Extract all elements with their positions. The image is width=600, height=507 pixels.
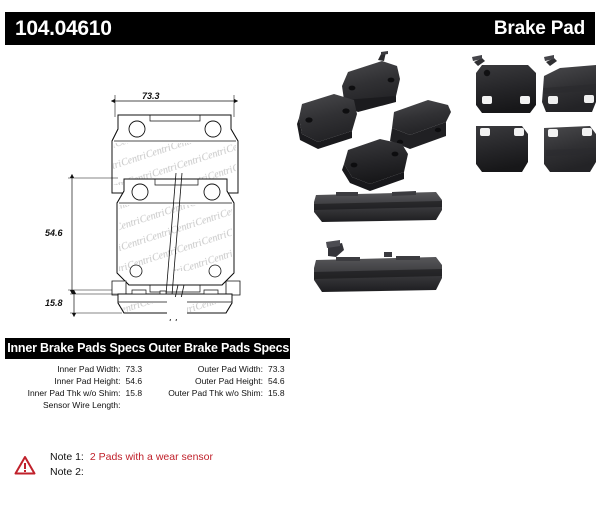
technical-drawing-panel: Centric xyxy=(0,45,300,330)
part-number: 104.04610 xyxy=(15,17,112,40)
angled-brake-pad-group xyxy=(297,51,451,191)
spec-row: Sensor Wire Length: xyxy=(5,399,148,411)
dimension-label-width: 73.3 xyxy=(142,91,160,101)
spec-row: Inner Pad Width: 73.3 xyxy=(5,363,148,375)
dimension-line-thickness xyxy=(70,289,122,318)
spec-label: Inner Pad Thk w/o Shim: xyxy=(27,388,121,398)
dimension-label-thickness: 15.8 xyxy=(45,298,63,308)
spec-value: 73.3 xyxy=(125,364,143,374)
spec-label: Sensor Wire Length: xyxy=(43,400,121,410)
spec-label: Inner Pad Height: xyxy=(54,376,121,386)
specs-table-body: Inner Pad Width: 73.3 Inner Pad Height: … xyxy=(5,363,290,411)
warning-triangle-icon xyxy=(14,455,36,480)
header-bar: 104.04610 Brake Pad xyxy=(5,12,595,45)
brake-pad-drawings-svg: Centric xyxy=(68,95,241,322)
spec-value: 54.6 xyxy=(268,376,285,386)
note-1-label: Note 1: xyxy=(50,451,84,463)
spec-value: 73.3 xyxy=(268,364,285,374)
dimension-line-width xyxy=(110,95,239,117)
spec-row: Inner Pad Thk w/o Shim: 15.8 xyxy=(5,387,148,399)
brake-pad-front-view-middle xyxy=(111,172,241,296)
note-line-1: Note 1: 2 Pads with a wear sensor xyxy=(50,450,213,465)
brake-pad-edge-views xyxy=(314,191,442,292)
notes-lines: Note 1: 2 Pads with a wear sensor Note 2… xyxy=(50,450,213,480)
brake-pad-side-view xyxy=(117,284,233,322)
specs-table-header: Inner Brake Pads Specs Outer Brake Pads … xyxy=(5,338,290,359)
specs-column-title-outer: Outer Brake Pads Specs xyxy=(148,341,290,356)
product-type-label: Brake Pad xyxy=(493,18,585,39)
spec-label: Outer Pad Width: xyxy=(197,364,263,374)
flat-brake-pad-group xyxy=(472,55,596,172)
specs-column-inner: Inner Pad Width: 73.3 Inner Pad Height: … xyxy=(5,363,148,411)
spec-value: 54.6 xyxy=(125,376,143,386)
spec-row: Outer Pad Height: 54.6 xyxy=(148,375,291,387)
spec-label: Inner Pad Width: xyxy=(57,364,121,374)
dimension-label-height: 54.6 xyxy=(45,228,63,238)
spec-row: Inner Pad Height: 54.6 xyxy=(5,375,148,387)
note-2-label: Note 2: xyxy=(50,466,84,478)
brake-pads-photo-svg xyxy=(297,51,596,292)
spec-row: Outer Pad Thk w/o Shim: 15.8 xyxy=(148,387,291,399)
specs-table: Inner Brake Pads Specs Outer Brake Pads … xyxy=(5,338,290,411)
spec-label: Outer Pad Height: xyxy=(194,376,263,386)
notes-block: Note 1: 2 Pads with a wear sensor Note 2… xyxy=(14,450,213,480)
specs-column-title-inner: Inner Brake Pads Specs xyxy=(7,341,146,356)
note-1-text: 2 Pads with a wear sensor xyxy=(89,451,214,463)
brake-pad-front-view-top xyxy=(111,114,239,194)
spec-label: Outer Pad Thk w/o Shim: xyxy=(168,388,263,398)
product-photo-panel xyxy=(296,50,600,320)
spec-row: Outer Pad Width: 73.3 xyxy=(148,363,291,375)
note-line-2: Note 2: xyxy=(50,465,213,480)
dimension-line-height xyxy=(68,173,118,295)
spec-value: 15.8 xyxy=(125,388,143,398)
specs-column-outer: Outer Pad Width: 73.3 Outer Pad Height: … xyxy=(148,363,291,411)
spec-value: 15.8 xyxy=(268,388,285,398)
